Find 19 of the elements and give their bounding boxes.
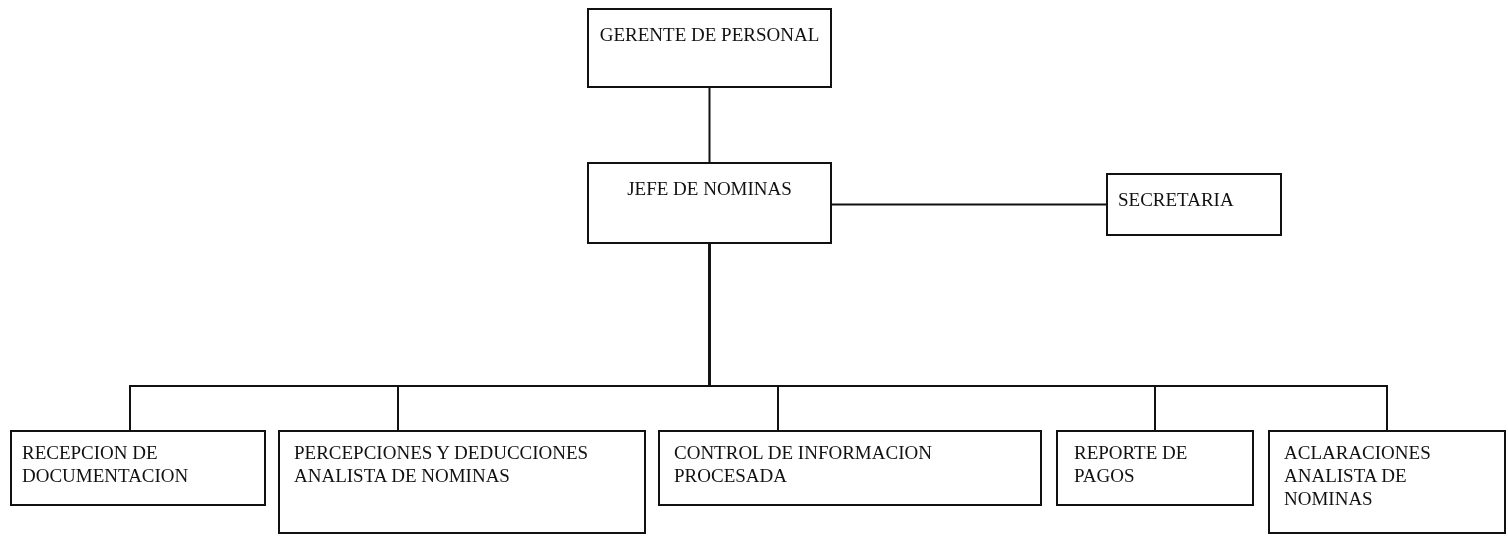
org-box (1106, 173, 1282, 236)
role-label: CONTROL DE INFORMACION PROCESADA (674, 442, 933, 488)
org-box (278, 430, 646, 534)
role-label: RECEPCION DE DOCUMENTACION (22, 442, 190, 488)
org-box (587, 162, 832, 244)
org-box (10, 430, 266, 506)
connector-line (831, 203, 1107, 206)
role-label: JEFE DE NOMINAS (627, 178, 792, 201)
connector-line (708, 87, 711, 163)
org-box (1268, 430, 1506, 534)
role-label: REPORTE DE PAGOS (1074, 442, 1189, 488)
role-label: SECRETARIA (1118, 189, 1234, 212)
role-label: PERCEPCIONES Y DEDUCCIONES ANALISTA DE NOMINAS (294, 442, 590, 488)
connector-line (708, 243, 1388, 431)
role-label: ACLARACIONES ANALISTA DE NOMINAS (1284, 442, 1432, 511)
org-box (1056, 430, 1254, 506)
org-box (658, 430, 1042, 506)
org-box (587, 8, 832, 88)
role-label: GERENTE DE PERSONAL (599, 24, 820, 47)
